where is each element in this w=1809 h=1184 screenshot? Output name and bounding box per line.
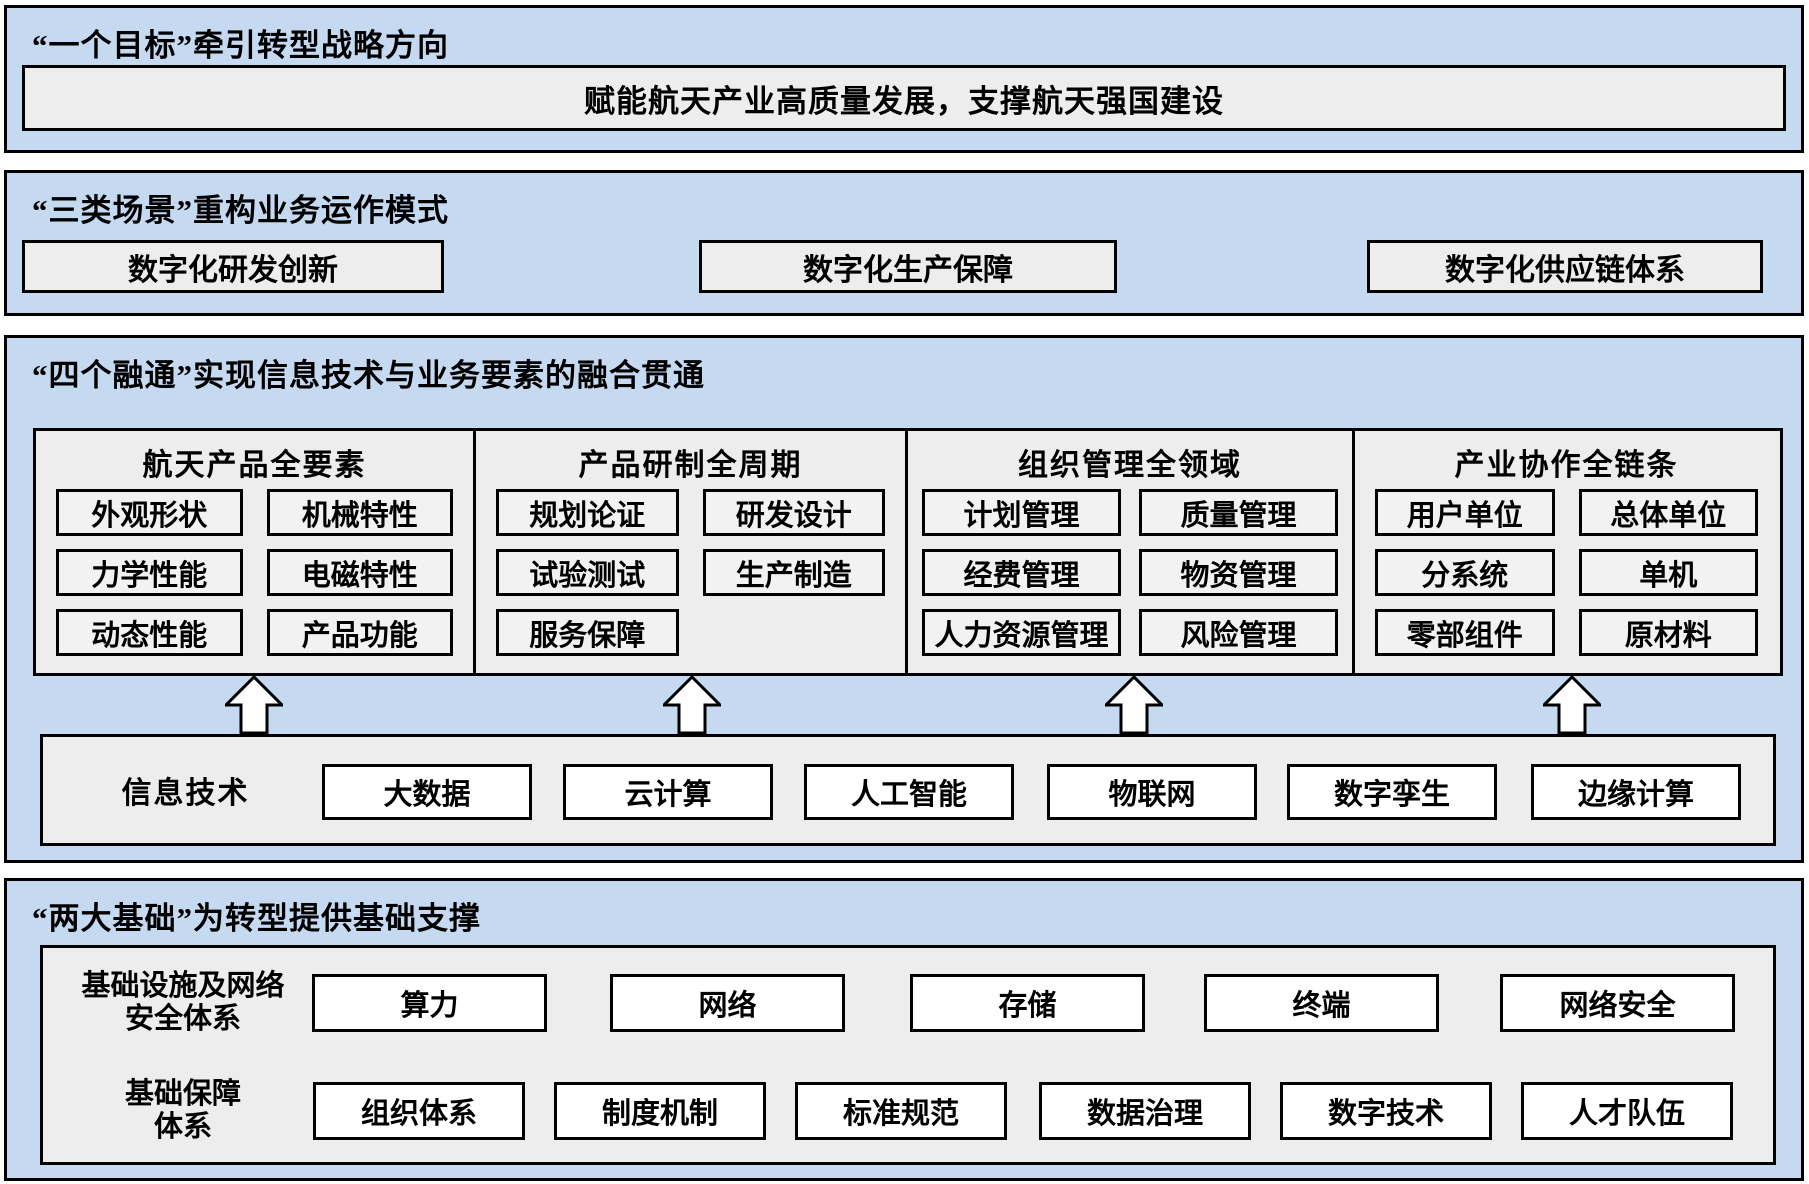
section-scenarios-title: “三类场景”重构业务运作模式 [32,193,449,228]
foundation-item: 网络安全 [1500,974,1735,1032]
section-goal: “一个目标”牵引转型战略方向 赋能航天产业高质量发展，支撑航天强国建设 [4,5,1804,153]
column-item: 生产制造 [702,549,885,596]
column-item: 力学性能 [56,549,243,596]
tech-bar-label: 信息技术 [121,777,250,810]
up-arrow-icon [663,676,721,734]
foundation-item: 制度机制 [554,1082,766,1140]
column-item: 服务保障 [496,609,679,656]
up-arrow-icon [1543,676,1601,734]
column-header: 组织管理全领域 [1018,449,1242,482]
tech-item: 物联网 [1047,764,1257,820]
column-item: 单机 [1578,549,1758,596]
column-item: 人力资源管理 [922,609,1121,656]
column-item: 原材料 [1578,609,1758,656]
section-foundation-title: “两大基础”为转型提供基础支撑 [32,901,481,936]
tech-item: 边缘计算 [1531,764,1741,820]
tech-item: 人工智能 [804,764,1014,820]
foundation-item: 标准规范 [795,1082,1007,1140]
column-item: 电磁特性 [266,549,453,596]
section-integration: “四个融通”实现信息技术与业务要素的融合贯通 航天产品全要素 外观形状 机械特性… [4,335,1804,863]
foundation-panel: 基础设施及网络 安全体系 算力 网络 存储 终端 网络安全 基础保障 体系 组织… [40,945,1776,1165]
column-item: 分系统 [1375,549,1555,596]
tech-item: 云计算 [563,764,773,820]
label-line: 基础保障 [124,1077,241,1110]
scenario-box: 数字化供应链体系 [1367,240,1763,293]
column-header: 产品研制全周期 [578,449,803,482]
foundation-item: 组织体系 [313,1082,525,1140]
scenario-box: 数字化生产保障 [699,240,1117,293]
column-item: 研发设计 [702,489,885,536]
column-header: 航天产品全要素 [142,449,367,482]
tech-item: 数字孪生 [1287,764,1497,820]
foundation-row-label: 基础保障 体系 [57,1078,309,1144]
column-item: 动态性能 [56,609,243,656]
foundation-row-label: 基础设施及网络 安全体系 [57,970,309,1036]
section-foundation: “两大基础”为转型提供基础支撑 基础设施及网络 安全体系 算力 网络 存储 终端… [4,878,1804,1181]
label-line: 基础设施及网络 [81,969,285,1002]
column-grid: 用户单位 总体单位 分系统 单机 零部组件 原材料 [1355,483,1778,656]
column-item: 风险管理 [1139,609,1338,656]
up-arrow-icon [225,676,283,734]
column-item: 规划论证 [496,489,679,536]
column-grid: 计划管理 质量管理 经费管理 物资管理 人力资源管理 风险管理 [908,483,1352,656]
up-arrow-icon [1105,676,1163,734]
column-item: 用户单位 [1375,489,1555,536]
scenario-box: 数字化研发创新 [22,240,444,293]
column-header: 产业协作全链条 [1454,449,1679,482]
column-item: 外观形状 [56,489,243,536]
section-scenarios: “三类场景”重构业务运作模式 数字化研发创新 数字化生产保障 数字化供应链体系 [4,170,1804,316]
column-grid: 外观形状 机械特性 力学性能 电磁特性 动态性能 产品功能 [36,483,473,656]
column-item: 物资管理 [1139,549,1338,596]
label-line: 安全体系 [124,1003,241,1035]
column-product-elements: 航天产品全要素 外观形状 机械特性 力学性能 电磁特性 动态性能 产品功能 [36,431,473,673]
foundation-item: 数据治理 [1039,1082,1251,1140]
foundation-item: 终端 [1204,974,1439,1032]
column-item: 产品功能 [266,609,453,656]
section-integration-title: “四个融通”实现信息技术与业务要素的融合贯通 [32,358,705,393]
foundation-item: 网络 [610,974,845,1032]
foundation-item: 存储 [910,974,1145,1032]
foundation-item: 人才队伍 [1521,1082,1733,1140]
integration-columns: 航天产品全要素 外观形状 机械特性 力学性能 电磁特性 动态性能 产品功能 产品… [33,428,1783,676]
column-industry-chain: 产业协作全链条 用户单位 总体单位 分系统 单机 零部组件 原材料 [1352,431,1778,673]
column-item: 零部组件 [1375,609,1555,656]
column-item: 经费管理 [922,549,1121,596]
column-item: 计划管理 [922,489,1121,536]
column-item: 总体单位 [1578,489,1758,536]
foundation-item: 数字技术 [1280,1082,1492,1140]
tech-bar: 信息技术 大数据 云计算 人工智能 物联网 数字孪生 边缘计算 [40,734,1776,846]
column-item: 试验测试 [496,549,679,596]
column-item: 机械特性 [266,489,453,536]
foundation-item: 算力 [312,974,547,1032]
goal-statement-box: 赋能航天产业高质量发展，支撑航天强国建设 [22,65,1786,131]
tech-item: 大数据 [322,764,532,820]
column-grid: 规划论证 研发设计 试验测试 生产制造 服务保障 [476,483,905,656]
column-item: 质量管理 [1139,489,1338,536]
label-line: 体系 [153,1111,212,1143]
section-goal-title: “一个目标”牵引转型战略方向 [32,28,449,63]
column-org-management: 组织管理全领域 计划管理 质量管理 经费管理 物资管理 人力资源管理 风险管理 [905,431,1352,673]
column-development-cycle: 产品研制全周期 规划论证 研发设计 试验测试 生产制造 服务保障 [473,431,905,673]
